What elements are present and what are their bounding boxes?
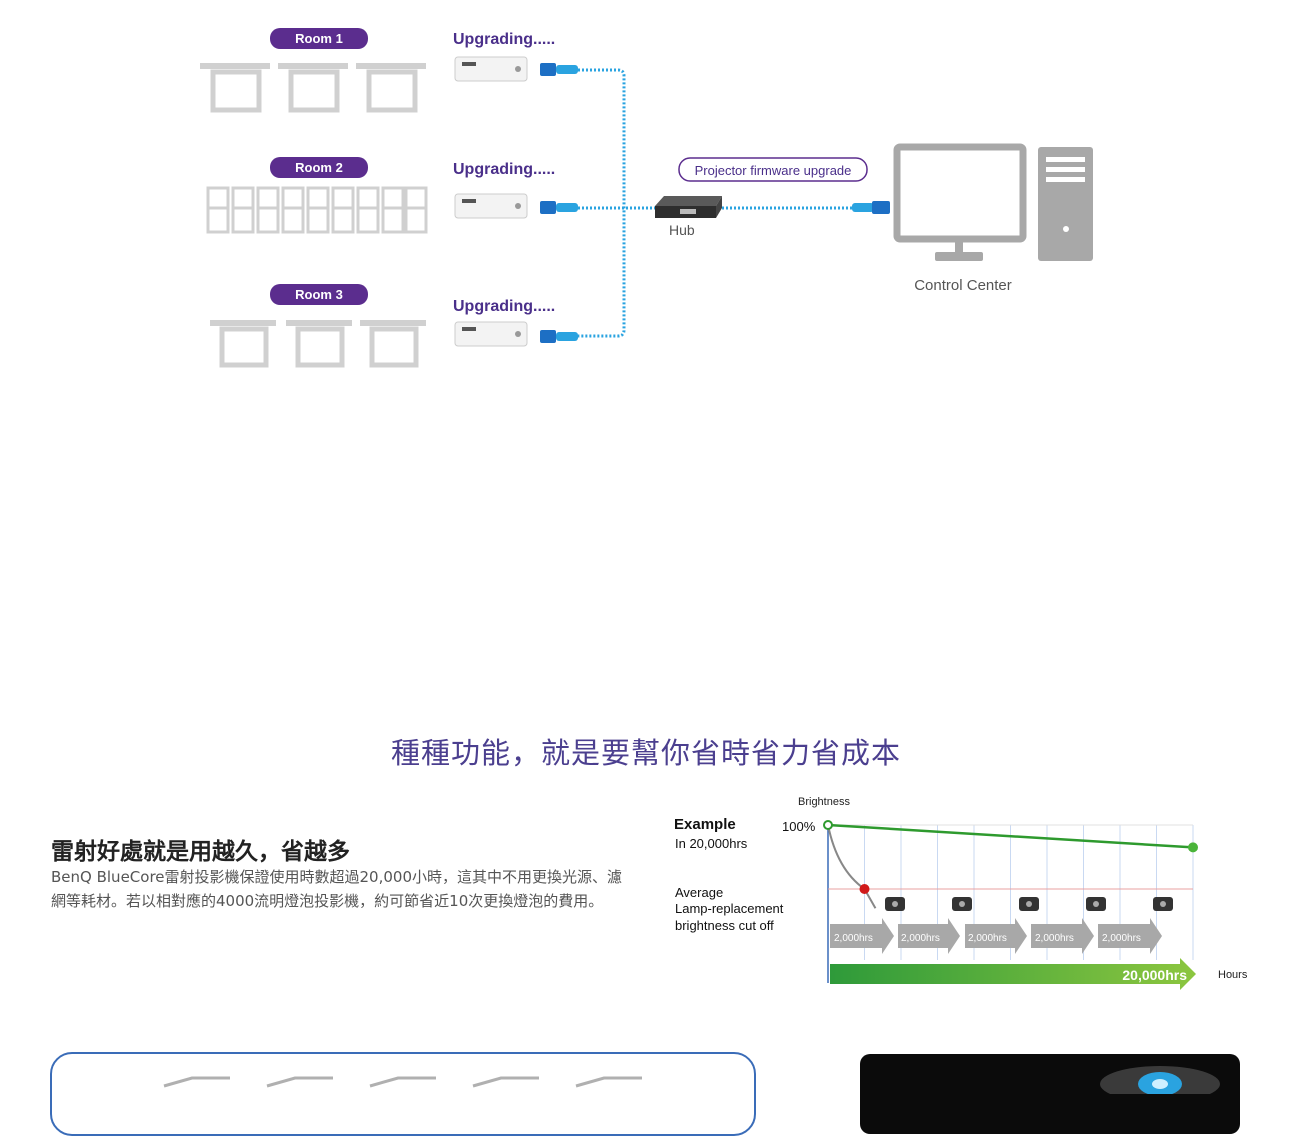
chart-series-laser bbox=[827, 823, 1194, 849]
lamp-arrow-4-label: 2,000hrs bbox=[1035, 933, 1074, 944]
chart-cutoff-label-2: Lamp-replacement bbox=[675, 901, 784, 916]
lamp-arrow-3: 2,000hrs bbox=[965, 897, 1039, 954]
chart-ylabel: Brightness bbox=[798, 796, 850, 808]
hub-label: Hub bbox=[669, 222, 695, 238]
laser-heading: 雷射好處就是用越久，省越多 bbox=[51, 838, 350, 865]
chart-series-lamp bbox=[827, 824, 877, 909]
room-2-status: Upgrading..... bbox=[453, 161, 555, 178]
lamp-1-icon bbox=[885, 897, 905, 911]
projector-3-icon bbox=[454, 321, 528, 347]
projector-lens-icon bbox=[1100, 1066, 1220, 1102]
room-3-label: Room 3 bbox=[295, 287, 343, 302]
chart-example-title: Example bbox=[674, 816, 736, 833]
lamp-3-icon bbox=[1019, 897, 1039, 911]
room-3-group: Room 3 Upgrading..... bbox=[210, 284, 578, 368]
monitor-icon bbox=[893, 143, 1027, 261]
cable-plug-3-icon bbox=[540, 330, 578, 343]
chart-example-sub: In 20,000hrs bbox=[675, 836, 748, 851]
cable-plug-2-icon bbox=[540, 201, 578, 214]
room-2-group: Room 2 Upgrading..... bbox=[206, 157, 578, 234]
lamp-arrow-2: 2,000hrs bbox=[898, 897, 972, 954]
room-2-label: Room 2 bbox=[295, 160, 343, 175]
cable-plug-1-icon bbox=[540, 63, 578, 76]
cable-plug-cc-icon bbox=[852, 201, 890, 214]
lamp-arrow-2-label: 2,000hrs bbox=[901, 933, 940, 944]
chart-cutoff-label-1: Average bbox=[675, 885, 723, 900]
control-center-label: Control Center bbox=[914, 277, 1012, 294]
pc-tower-icon bbox=[1038, 147, 1093, 261]
brightness-chart: Brightness Example In 20,000hrs 100% Ave… bbox=[674, 796, 1248, 990]
network-diagram: Room 1 Upgrading..... Room 2 bbox=[200, 28, 1093, 368]
chart-laser-end-point bbox=[1188, 842, 1198, 853]
room-1-group: Room 1 Upgrading..... bbox=[200, 28, 578, 113]
lamp-arrow-3-label: 2,000hrs bbox=[968, 933, 1007, 944]
lamp-arrow-1: 2,000hrs bbox=[830, 897, 905, 954]
section-title: 種種功能，就是要幫你省時省力省成本 bbox=[390, 736, 901, 770]
lamp-arrow-5: 2,000hrs bbox=[1098, 897, 1173, 954]
projector-1-icon bbox=[454, 56, 528, 82]
lamp-2-icon bbox=[952, 897, 972, 911]
lamp-5-icon bbox=[1153, 897, 1173, 911]
firmware-upgrade-pill bbox=[678, 157, 868, 182]
chart-xlabel: Hours bbox=[1218, 969, 1248, 981]
lamp-arrow-1-label: 2,000hrs bbox=[834, 933, 873, 944]
room-1-desks bbox=[200, 63, 426, 113]
room-1-badge bbox=[270, 28, 368, 49]
room-3-desks bbox=[210, 320, 426, 368]
chart-cutoff-label-3: brightness cut off bbox=[675, 918, 774, 933]
rooms-preview-card bbox=[50, 1052, 756, 1136]
laser-body-text: BenQ BlueCore雷射投影機保證使用時數超過20,000小時，這其中不用… bbox=[51, 868, 622, 910]
hub-icon bbox=[655, 196, 722, 218]
chart-cutoff-point bbox=[859, 884, 870, 894]
room-2-seats bbox=[206, 186, 428, 234]
total-hours-arrow: 20,000hrs bbox=[830, 958, 1196, 990]
room-3-status: Upgrading..... bbox=[453, 298, 555, 315]
room-1-status: Upgrading..... bbox=[453, 31, 555, 48]
total-hours-label: 20,000hrs bbox=[1122, 967, 1187, 983]
network-cables bbox=[578, 68, 858, 338]
room-2-badge bbox=[270, 157, 368, 178]
lamp-4-icon bbox=[1086, 897, 1106, 911]
projector-2-icon bbox=[454, 193, 528, 219]
lamp-arrow-5-label: 2,000hrs bbox=[1102, 933, 1141, 944]
firmware-upgrade-label: Projector firmware upgrade bbox=[695, 163, 852, 178]
room-3-badge bbox=[270, 284, 368, 305]
room-desks-preview-icon bbox=[163, 1076, 642, 1088]
chart-y-tick: 100% bbox=[782, 819, 816, 834]
projector-photo-card bbox=[860, 1054, 1240, 1134]
lamp-arrow-4: 2,000hrs bbox=[1031, 897, 1106, 954]
chart-start-point bbox=[823, 820, 833, 830]
room-1-label: Room 1 bbox=[295, 31, 343, 46]
